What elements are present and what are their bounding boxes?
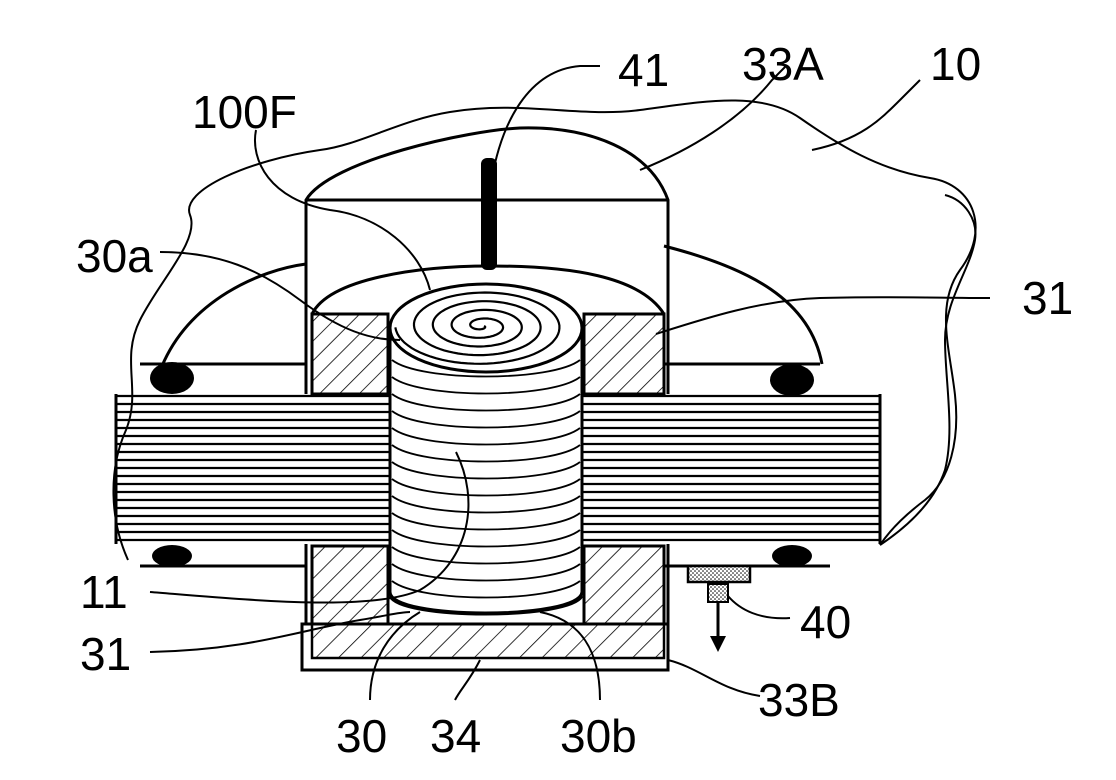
seal-ring-bottom-right <box>772 545 812 567</box>
laminated-plate-left <box>116 396 390 540</box>
holder-block-lower-left <box>312 546 388 624</box>
seal-ring-top-right <box>770 364 814 396</box>
laminated-plate-right <box>582 396 880 540</box>
label-100F: 100F <box>192 86 297 138</box>
holder-block-upper-right <box>584 314 664 394</box>
seal-ring-top-left <box>150 362 194 394</box>
plate-34 <box>312 624 664 658</box>
label-40: 40 <box>800 596 851 648</box>
label-41: 41 <box>618 44 669 96</box>
outer-cover-arc <box>162 264 306 366</box>
label-11: 11 <box>80 566 128 618</box>
structure-outline-inner <box>880 195 975 545</box>
holder-block-upper-left <box>312 314 388 394</box>
label-30: 30 <box>336 710 387 762</box>
holder-block-lower-right <box>584 546 664 624</box>
sensor-40-stem <box>708 584 728 602</box>
label-34: 34 <box>430 710 481 762</box>
label-31-right: 31 <box>1022 272 1073 324</box>
probe-41 <box>481 158 497 270</box>
arrow-down-icon <box>710 636 726 652</box>
label-30b: 30b <box>560 710 637 762</box>
label-33A: 33A <box>742 38 824 90</box>
label-10: 10 <box>930 38 981 90</box>
seal-ring-bottom-left <box>152 545 192 567</box>
label-31-left: 31 <box>80 628 131 680</box>
label-33B: 33B <box>758 674 840 726</box>
label-30a: 30a <box>76 230 153 282</box>
sensor-40-head <box>688 566 750 582</box>
